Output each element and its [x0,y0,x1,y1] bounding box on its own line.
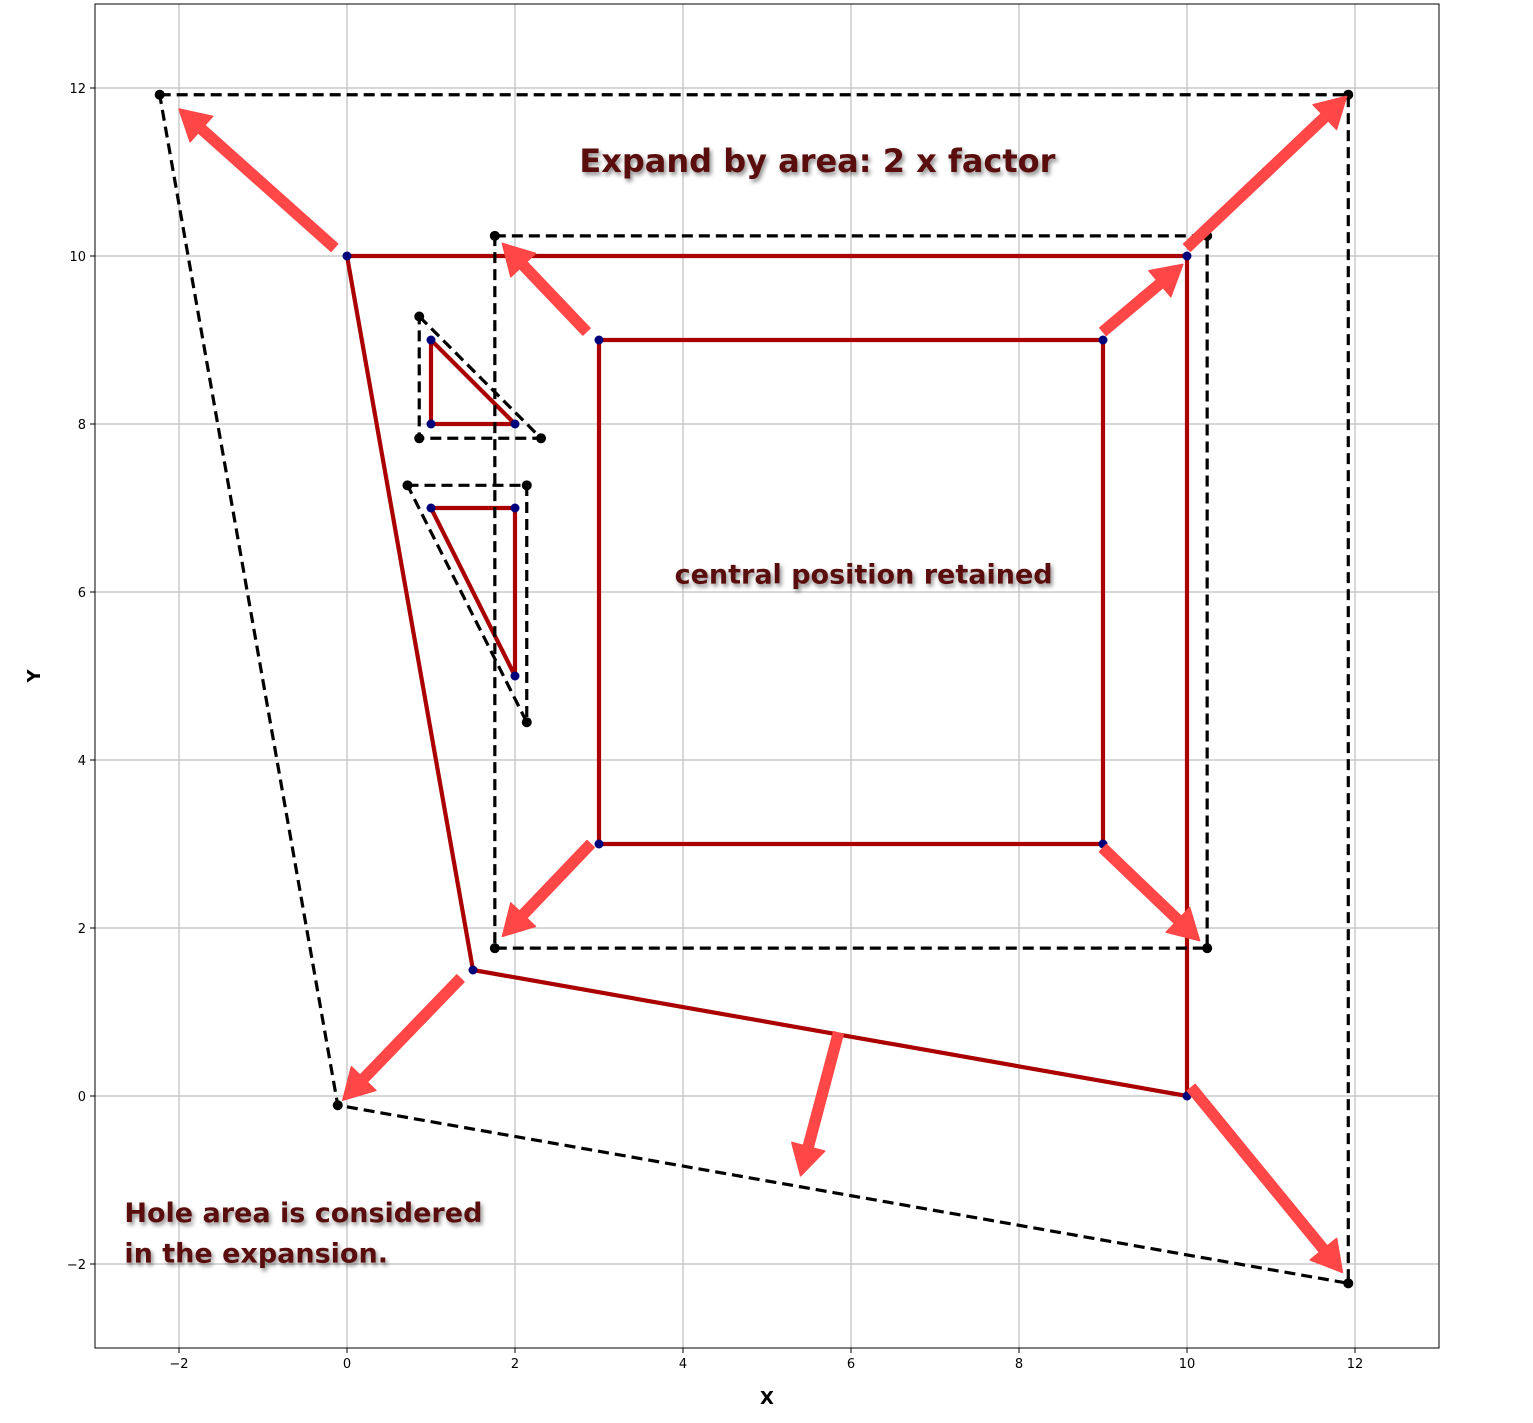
x-tick-label: 8 [1015,1357,1023,1372]
arrow [791,1030,844,1177]
x-tick-label: 10 [1179,1357,1196,1372]
expanded-polygon [405,483,529,724]
original-polygon [428,505,518,679]
grid [95,4,1439,1348]
annotation-text: central position retained [675,560,1053,591]
y-tick-label: 0 [78,1090,86,1105]
arrow [342,974,465,1101]
x-axis-label: X [760,1388,774,1409]
y-tick-label: 10 [69,250,86,265]
annotation-text: in the expansion. [124,1238,388,1269]
original-vertex [426,503,436,513]
original-polygon [428,337,518,427]
original-vertex [1182,251,1192,261]
series [154,89,1354,1289]
arrow [1098,843,1201,942]
arrow [1182,95,1348,252]
arrow [501,242,591,336]
original-vertex [468,965,478,975]
y-tick-label: 2 [78,922,86,937]
y-tick-label: 6 [78,586,86,601]
annotations: Expand by area: 2 x factor central positi… [124,142,1055,1269]
x-tick-label: 4 [679,1357,687,1372]
arrow [501,839,595,938]
x-tick-label: 12 [1347,1357,1364,1372]
original-vertex [342,251,352,261]
x-tick-label: −2 [169,1357,188,1372]
expanded-vertex [332,1100,343,1111]
plot-area [94,3,1440,1349]
expanded-vertex [521,717,532,728]
y-tick-label: 12 [69,82,86,97]
arrow [1186,1083,1344,1274]
original-vertex [426,419,436,429]
expanded-vertex [154,89,165,100]
expanded-vertex [414,433,425,444]
original-vertex [594,335,604,345]
arrow [1099,263,1184,337]
expanded-vertex [1343,1278,1354,1289]
expanded-vertex [521,480,532,491]
original-vertex [510,503,520,513]
expanded-vertex [1202,943,1213,954]
y-tick-label: −2 [67,1258,86,1273]
axis-ticks: −2 0 2 4 6 8 10 12 −2 0 2 4 6 8 10 12 [67,82,1363,1372]
original-vertex [594,839,604,849]
original-vertex [1098,335,1108,345]
expanded-polygon [158,93,1350,1285]
expanded-vertex [489,943,500,954]
y-axis-label: Y [24,669,45,684]
expanded-vertex [489,230,500,241]
x-tick-label: 2 [511,1357,519,1372]
expanded-vertex [402,480,413,491]
expanded-vertex [536,433,547,444]
expanded-polygon [417,314,543,440]
expanded-vertex [414,311,425,322]
annotation-text: Expand by area: 2 x factor [579,142,1055,180]
x-tick-label: 6 [847,1357,855,1372]
original-vertex [426,335,436,345]
y-tick-label: 4 [78,754,86,769]
arrows [178,95,1348,1274]
annotation-text: Hole area is considered [124,1198,482,1229]
y-tick-label: 8 [78,418,86,433]
original-vertex [510,419,520,429]
arrow [178,108,339,253]
x-tick-label: 0 [343,1357,351,1372]
original-vertex [510,671,520,681]
